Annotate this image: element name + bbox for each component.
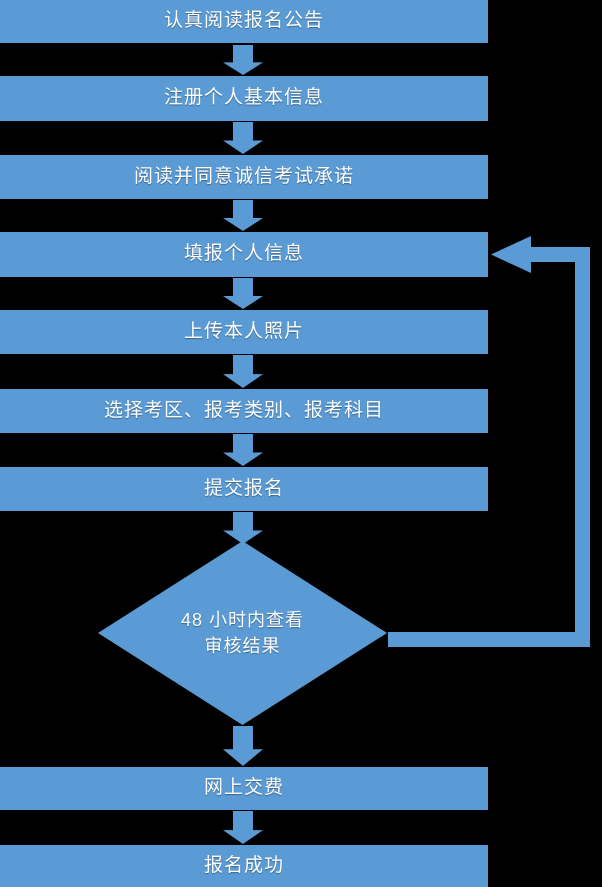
feedback-loop-segment-right (575, 247, 590, 647)
flow-node-step-10[interactable]: 报名成功 (0, 845, 488, 887)
flow-node-step-8-decision[interactable]: 48 小时内查看 审核结果 (98, 541, 387, 725)
flow-node-label: 阅读并同意诚信考试承诺 (133, 165, 354, 187)
flow-node-label: 报名成功 (203, 854, 284, 876)
flow-node-step-5[interactable]: 上传本人照片 (0, 310, 488, 354)
arrow-down-icon-1 (223, 45, 263, 75)
flow-node-label: 注册个人基本信息 (163, 87, 324, 109)
flow-node-step-3[interactable]: 阅读并同意诚信考试承诺 (0, 155, 488, 199)
feedback-loop-segment-top (530, 247, 582, 262)
feedback-loop-segment-bottom (388, 632, 590, 647)
arrow-down-icon-2 (223, 122, 263, 154)
flow-node-step-9[interactable]: 网上交费 (0, 767, 488, 810)
flow-node-label: 选择考区、报考类别、报考科目 (103, 399, 384, 421)
flow-node-step-2[interactable]: 注册个人基本信息 (0, 76, 488, 121)
arrow-down-icon-3 (223, 200, 263, 231)
flow-node-step-4[interactable]: 填报个人信息 (0, 232, 488, 277)
feedback-loop-arrowhead-left-icon (491, 236, 531, 273)
flow-node-label: 网上交费 (203, 777, 284, 799)
arrow-down-icon-9 (223, 811, 263, 844)
arrow-down-icon-5 (223, 355, 263, 388)
flow-node-step-7[interactable]: 提交报名 (0, 467, 488, 511)
flow-node-label-line-2: 审核结果 (204, 636, 281, 656)
flow-node-label: 提交报名 (203, 477, 284, 499)
flow-node-step-1[interactable]: 认真阅读报名公告 (0, 0, 488, 43)
flow-node-label-line-1: 48 小时内查看 (180, 609, 305, 630)
arrow-down-icon-8 (223, 726, 263, 766)
arrow-down-icon-7 (223, 512, 263, 544)
arrow-down-icon-6 (223, 434, 263, 466)
flow-node-step-6[interactable]: 选择考区、报考类别、报考科目 (0, 389, 488, 433)
flow-node-label: 上传本人照片 (183, 320, 304, 342)
flow-node-label: 认真阅读报名公告 (163, 10, 324, 32)
flow-node-label: 填报个人信息 (183, 243, 304, 265)
arrow-down-icon-4 (223, 278, 263, 309)
